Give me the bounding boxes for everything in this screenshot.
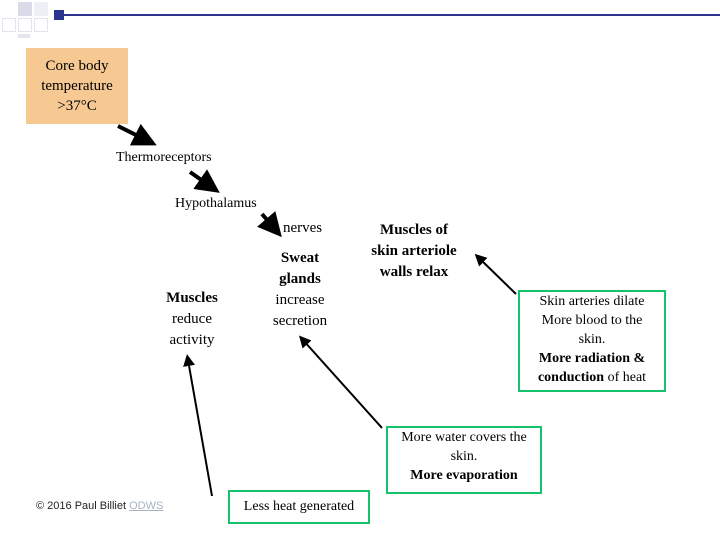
sweat-line1: Sweat — [280, 250, 320, 266]
arteries-line5-bold: conduction — [537, 370, 605, 385]
muscles-line2: reduce — [172, 311, 212, 327]
sweat-block: Sweat glands increase secretion — [256, 248, 344, 332]
arteries-line5-rest: of heat — [604, 370, 647, 385]
arrow-arteries-to-arteriole — [474, 253, 517, 295]
sweat-line2: glands — [279, 271, 321, 287]
deco-square — [18, 34, 30, 38]
arrow-core-to-thermoreceptors — [117, 123, 157, 146]
core-temperature-line1: Core body — [45, 58, 109, 74]
deco-square — [2, 18, 16, 32]
skin-arteries-box: Skin arteries dilate More blood to the s… — [518, 290, 666, 392]
arrow-heat-to-muscles — [183, 354, 213, 497]
arteriole-line1: Muscles of — [380, 222, 448, 238]
arteriole-line3: walls relax — [379, 264, 449, 280]
core-temperature-box: Core body temperature >37°C — [26, 48, 128, 124]
footer: © 2016 Paul Billiet ODWS — [36, 500, 163, 512]
arteries-line1: Skin arteries dilate — [539, 294, 645, 309]
arrow-thermoreceptors-to-hypothalamus — [188, 169, 220, 193]
nerves-label: nerves — [283, 220, 323, 236]
arteries-line5: conduction of heat — [520, 368, 664, 387]
water-box: More water covers the skin. More evapora… — [386, 426, 542, 494]
deco-square — [34, 2, 48, 16]
arteries-line3: skin. — [578, 332, 606, 347]
water-line2: skin. — [450, 449, 478, 464]
header-decoration — [0, 0, 720, 40]
deco-square — [34, 18, 48, 32]
sweat-line3: increase — [275, 292, 325, 308]
core-temperature-line2: temperature — [41, 78, 113, 94]
arteries-line4: More radiation & — [538, 351, 646, 366]
heat-box: Less heat generated — [228, 490, 370, 524]
core-temperature-line3: >37°C — [57, 98, 97, 114]
copyright-text: © 2016 Paul Billiet — [36, 500, 130, 512]
muscles-block: Muscles reduce activity — [152, 288, 232, 351]
muscles-line1: Muscles — [166, 290, 218, 306]
muscles-line3: activity — [169, 332, 215, 348]
odws-link[interactable]: ODWS — [129, 500, 164, 512]
arteriole-block: Muscles of skin arteriole walls relax — [354, 220, 474, 283]
deco-square — [18, 2, 32, 16]
sweat-line4: secretion — [272, 313, 328, 329]
hypothalamus-label: Hypothalamus — [175, 196, 257, 211]
arteriole-line2: skin arteriole — [371, 243, 457, 259]
thermoreceptors-label: Thermoreceptors — [116, 150, 212, 165]
arrow-water-to-sweat — [298, 335, 383, 429]
title-bar — [54, 14, 720, 16]
water-line3: More evaporation — [410, 468, 518, 483]
arrow-hypothalamus-to-nerves — [257, 211, 282, 238]
deco-square — [18, 18, 32, 32]
arteries-line2: More blood to the — [541, 313, 643, 328]
title-bar-right — [54, 10, 64, 20]
water-line1: More water covers the — [401, 430, 527, 445]
heat-box-label: Less heat generated — [243, 499, 355, 514]
